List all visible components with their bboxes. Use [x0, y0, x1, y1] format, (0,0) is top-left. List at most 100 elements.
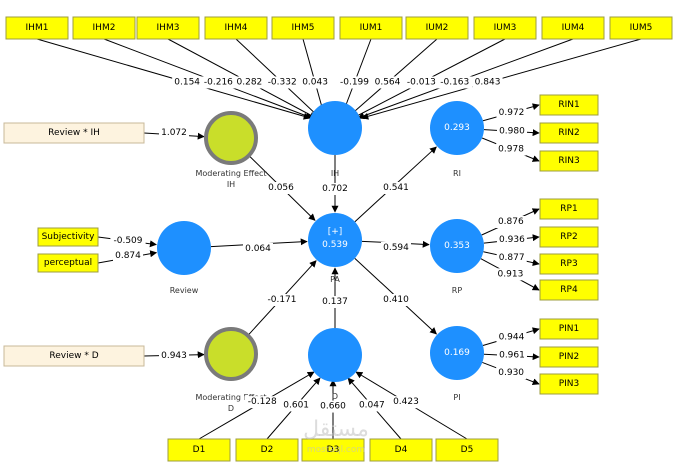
indicator-label-D1: D1 [193, 445, 206, 455]
loading-RIN1: 0.972 [499, 108, 525, 118]
node-pa-r2: 0.539 [322, 240, 348, 250]
weight-D5-bg [390, 396, 421, 409]
indicator-label-perceptual: perceptual [44, 258, 92, 268]
node-rp [430, 219, 484, 273]
indicator-label-RP2: RP2 [560, 232, 577, 242]
indicator-label-PIN2: PIN2 [559, 352, 580, 362]
node-pi-r2: 0.169 [444, 348, 470, 358]
node-review-label: Review [170, 286, 199, 295]
indicator-label-IHM4: IHM4 [225, 23, 248, 33]
indicator-label-RP3: RP3 [560, 259, 577, 269]
loading-RIN2: 0.980 [499, 126, 525, 136]
node-pa-badge: [+] [328, 227, 343, 237]
path-coef-pa-ri: 0.541 [383, 183, 409, 193]
weight-review-ih: 1.072 [161, 128, 187, 138]
weight-review-d: 0.943 [161, 351, 187, 361]
indicator-box-perceptual [37, 253, 99, 273]
weight-IHM3-bg [234, 76, 265, 89]
weight-IHM1: 0.154 [174, 77, 200, 87]
node-modd-label-1: Moderating Effect [195, 393, 266, 402]
indicator-label-D5: D5 [461, 445, 474, 455]
indicator-box-RP4 [539, 279, 599, 301]
weight-IHM2-bg [200, 76, 236, 89]
node-pa [308, 213, 362, 267]
indicator-box-RIN1 [539, 94, 599, 116]
indicator-box-IHM3 [136, 16, 200, 40]
weight-subjectivity-bg [110, 235, 146, 247]
loading-PIN1-bg [496, 331, 527, 344]
loading-PIN2-bg [496, 349, 527, 362]
indicator-box-PIN3 [539, 373, 599, 395]
moderator-label-review-ih: Review * IH [48, 128, 100, 138]
node-pi-label: PI [453, 393, 460, 402]
weight-review-d-bg [159, 350, 189, 362]
indicator-label-IHM3: IHM3 [157, 23, 180, 33]
weight-IHM2: -0.216 [204, 77, 233, 87]
weight-IUM1-bg [336, 76, 373, 89]
indicator-box-RP2 [539, 226, 599, 248]
path-coef-ih-pa: 0.702 [322, 184, 348, 194]
node-modd-label-2: D [228, 404, 234, 413]
indicator-label-IUM5: IUM5 [630, 23, 653, 33]
path-coef-pa-pi-bg [381, 294, 411, 306]
weight-IUM1: -0.199 [340, 77, 369, 87]
loading-PIN1: 0.944 [499, 332, 525, 342]
moderator-box-review-ih [3, 122, 145, 144]
weight-IUM3-bg [403, 76, 439, 89]
weight-IUM4: -0.163 [440, 77, 469, 87]
indicator-box-D1 [167, 438, 231, 462]
path-coef-modd-pa: -0.171 [267, 295, 296, 305]
weight-D1-bg [244, 396, 280, 409]
moderator-box-review-d [3, 345, 145, 367]
indicator-box-IUM1 [339, 16, 403, 40]
path-coef-review-pa-bg [243, 243, 273, 255]
watermark-subtext: mostaql.com [307, 445, 365, 455]
loading-RP1: 0.876 [498, 217, 524, 227]
weight-perceptual-bg [113, 250, 143, 262]
loading-RP3-bg [496, 251, 527, 264]
indicator-box-PIN2 [539, 346, 599, 368]
path-coef-modih-pa: 0.056 [268, 183, 294, 193]
weight-D4: 0.047 [359, 400, 385, 410]
weight-IUM3: -0.013 [407, 77, 436, 87]
path-coef-review-pa: 0.064 [245, 244, 271, 254]
indicator-box-IHM5 [271, 16, 335, 40]
node-d [308, 328, 362, 382]
indicator-box-RP1 [539, 198, 599, 220]
loading-RP4: 0.913 [498, 269, 524, 279]
weight-D4-bg [356, 399, 387, 412]
weight-IHM1-bg [172, 76, 203, 89]
indicator-label-subjectivity: Subjectivity [42, 232, 96, 242]
node-d-label: D [332, 392, 338, 401]
indicator-label-IHM5: IHM5 [292, 23, 315, 33]
indicator-label-IUM1: IUM1 [360, 23, 383, 33]
loading-RIN3-bg [496, 143, 527, 156]
loading-RIN2-bg [496, 125, 527, 138]
loading-RIN1-bg [496, 106, 527, 119]
indicator-label-RP1: RP1 [560, 204, 577, 214]
loading-RP2-bg [496, 234, 527, 247]
path-coef-pa-rp-bg [381, 242, 411, 254]
indicator-box-RP3 [539, 253, 599, 275]
moderator-label-review-d: Review * D [49, 351, 98, 361]
weight-IHM3: 0.282 [237, 77, 263, 87]
indicator-label-PIN1: PIN1 [559, 324, 580, 334]
weight-D3-bg [318, 400, 348, 413]
weight-review-ih-bg [159, 127, 189, 139]
indicator-box-IHM4 [204, 16, 268, 40]
indicator-label-D2: D2 [261, 445, 274, 455]
indicator-label-PIN3: PIN3 [559, 379, 580, 389]
node-ih [308, 101, 362, 155]
node-ri-label: RI [453, 169, 461, 178]
indicator-box-D3 [301, 438, 365, 462]
loading-RP3: 0.877 [499, 253, 525, 263]
weight-IUM2: 0.564 [375, 77, 401, 87]
indicator-box-PIN1 [539, 318, 599, 340]
path-coef-modih-pa-bg [266, 182, 296, 194]
weight-IHM5-bg [300, 76, 331, 89]
indicator-box-IUM3 [473, 16, 537, 40]
